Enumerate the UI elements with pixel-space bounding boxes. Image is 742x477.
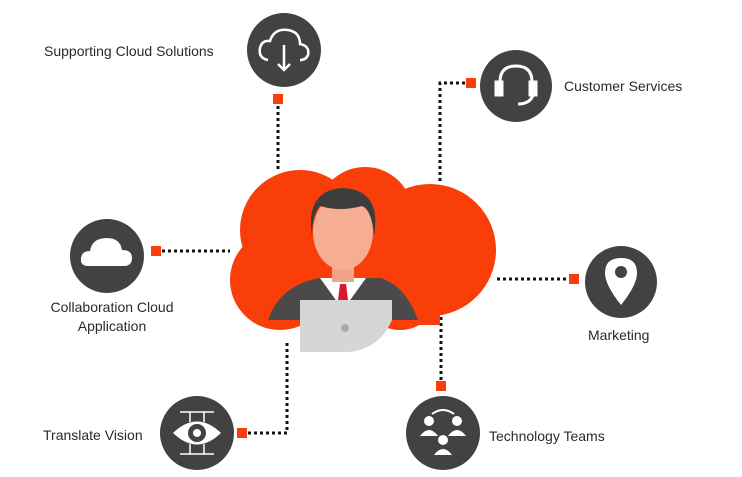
label-marketing: Marketing [588, 327, 650, 343]
label-technology-teams: Technology Teams [489, 428, 605, 444]
label-line-2: Application [77, 318, 147, 334]
connector-squares [151, 78, 579, 438]
label-customer-services: Customer Services [564, 78, 683, 94]
label-collaboration-cloud: Collaboration Cloud Application [32, 298, 192, 336]
label-translate-vision: Translate Vision [43, 427, 143, 443]
connector-customer-services [438, 81, 465, 183]
eye-circuit-icon [173, 411, 221, 455]
label-supporting-cloud-solutions: Supporting Cloud Solutions [44, 43, 214, 59]
location-pin-icon [605, 258, 637, 305]
cloud-download-icon [258, 28, 310, 72]
headset-icon [494, 64, 538, 106]
connectors [162, 81, 570, 435]
team-icon [420, 409, 466, 455]
label-line-1: Collaboration Cloud [50, 299, 174, 315]
connector-translate-vision [248, 340, 289, 435]
cloud-icon [80, 238, 132, 266]
person-illustration [268, 188, 418, 352]
